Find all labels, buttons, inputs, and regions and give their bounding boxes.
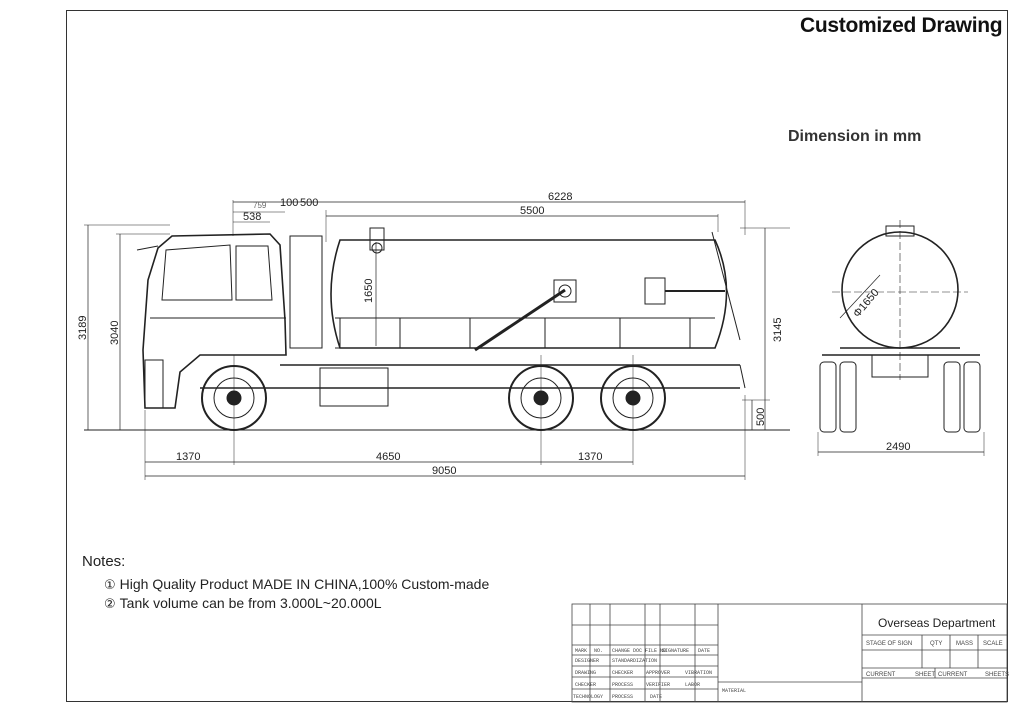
dim-overall-height: 3189 [77, 316, 89, 340]
rear-view [817, 220, 985, 456]
dim-tank-height: 1650 [363, 279, 375, 303]
tb-cell: SIGNATURE [662, 648, 689, 654]
tb-bottom-cell: CURRENT [938, 672, 968, 678]
dim-cab-offset-a: 759 [253, 201, 267, 210]
cab [136, 233, 287, 409]
tb-material-label: MATERIAL [722, 688, 746, 694]
tb-cell: DRAWING [575, 670, 596, 676]
tb-bottom-cell: SHEET [915, 672, 935, 678]
tb-cell: VERIFIER [646, 682, 670, 688]
equipment-box [289, 235, 323, 349]
note-number: ① [104, 578, 116, 593]
dim-top-overall: 6228 [548, 191, 572, 203]
dim-cab-offset-b: 538 [243, 211, 261, 223]
drawing-title: Customized Drawing [800, 14, 1003, 37]
tb-cell: VIBRATION [685, 670, 712, 676]
dim-front-overhang: 1370 [176, 451, 200, 463]
tb-cell: DATE [650, 694, 662, 700]
dim-rear-axle-spacing: 1370 [578, 451, 602, 463]
tb-cell: NO. [594, 648, 603, 654]
tb-cell: LABOR [685, 682, 700, 688]
dim-wheelbase: 4650 [376, 451, 400, 463]
title-block [571, 603, 1008, 703]
note-number: ② [104, 597, 116, 612]
dim-overall-length: 9050 [432, 465, 456, 477]
dim-gap-b: 500 [300, 197, 318, 209]
tb-bottom-cell: SHEETS [985, 672, 1009, 678]
dim-tank-length: 5500 [520, 205, 544, 217]
tb-cell: APPROVER [646, 670, 670, 676]
tb-header-cell: SCALE [983, 641, 1003, 647]
dim-cab-height: 3040 [109, 321, 121, 345]
tb-cell: DESIGNER [575, 658, 599, 664]
note-text: High Quality Product MADE IN CHINA,100% … [119, 576, 490, 592]
tb-cell: CHANGE DOC FILE NO [612, 648, 666, 654]
vacuum-tank [330, 227, 741, 352]
note-text: Tank volume can be from 3.000L~20.000L [119, 595, 382, 611]
tb-cell: CHECKER [612, 670, 633, 676]
dim-rear-clearance: 500 [755, 408, 767, 426]
tb-cell: MARK [575, 648, 587, 654]
tb-header-cell: MASS [956, 641, 973, 647]
dim-rear-height: 3145 [772, 318, 784, 342]
dim-gap-a: 100 [280, 197, 298, 209]
tb-cell: PROCESS [612, 694, 633, 700]
tb-cell: TECHNOLOGY [573, 694, 603, 700]
tb-cell: CHECKER [575, 682, 596, 688]
tb-bottom-cell: CURRENT [866, 672, 896, 678]
dimension-unit-note: Dimension in mm [788, 128, 922, 145]
drawing-frame [66, 10, 1008, 702]
tb-cell: DATE [698, 648, 710, 654]
fuel-tank [319, 367, 389, 407]
tb-header-cell: QTY [930, 641, 942, 647]
tb-cell: PROCESS [612, 682, 633, 688]
notes-heading: Notes: [82, 553, 126, 570]
department-label: Overseas Department [878, 616, 996, 630]
tb-cell: STANDARDIZATION [612, 658, 657, 664]
tb-header-cell: STAGE OF SIGN [866, 641, 912, 647]
dim-overall-width: 2490 [886, 441, 910, 453]
